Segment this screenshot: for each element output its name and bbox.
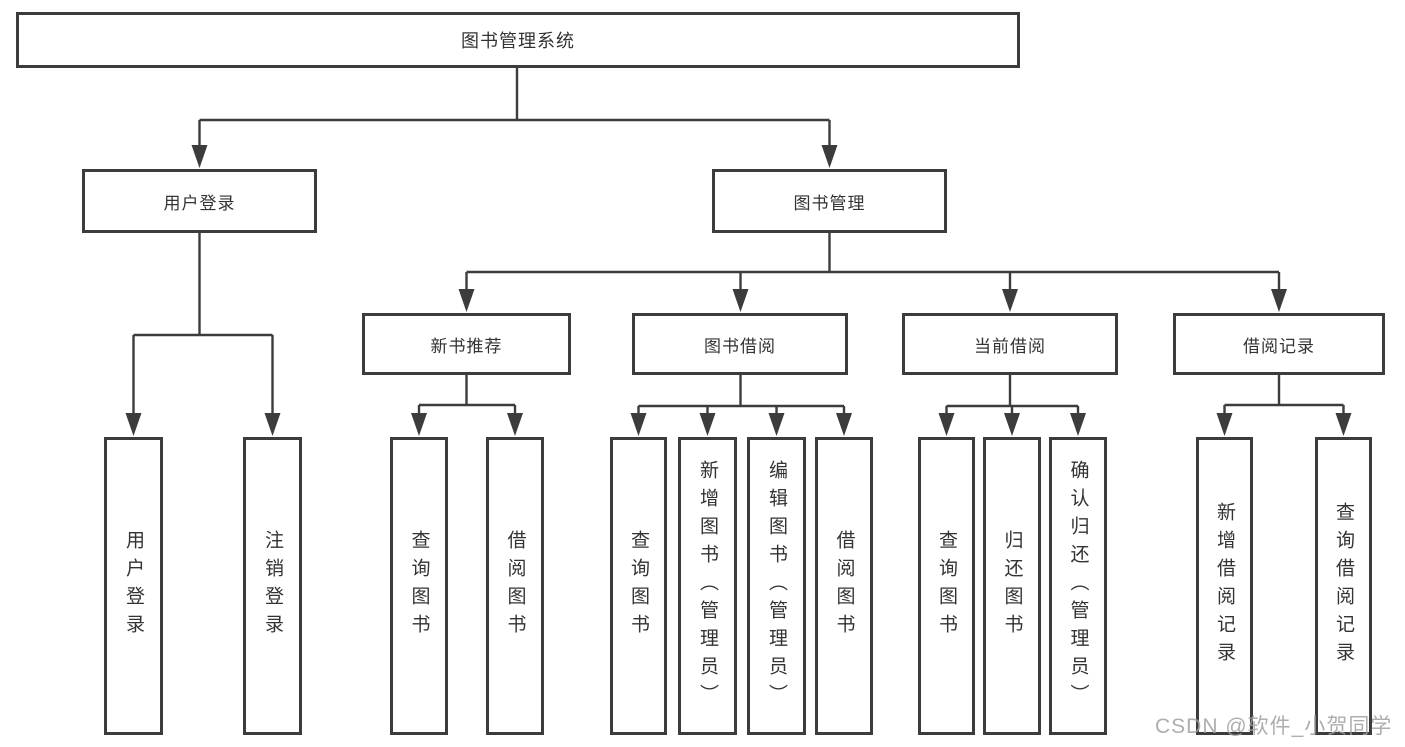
leaf-current-confirm-return-admin: 确认归还（管理员） bbox=[1049, 437, 1107, 735]
connector-user-login-to-leaves bbox=[125, 233, 281, 436]
node-book-borrowing: 图书借阅 bbox=[632, 313, 848, 375]
node-library-system: 图书管理系统 bbox=[16, 12, 1020, 68]
leaf-records-query-record: 查询借阅记录 bbox=[1315, 437, 1372, 735]
leaf-current-return-books: 归还图书 bbox=[983, 437, 1041, 735]
leaf-recommend-borrow-books: 借阅图书 bbox=[486, 437, 544, 735]
leaf-records-add-record: 新增借阅记录 bbox=[1196, 437, 1253, 735]
leaf-user-login: 用户登录 bbox=[104, 437, 163, 735]
leaf-current-query-books: 查询图书 bbox=[918, 437, 975, 735]
node-book-management: 图书管理 bbox=[712, 169, 947, 233]
node-user-login: 用户登录 bbox=[82, 169, 317, 233]
node-current-borrowing: 当前借阅 bbox=[902, 313, 1118, 375]
leaf-borrowing-edit-books-admin: 编辑图书（管理员） bbox=[747, 437, 806, 735]
leaf-borrowing-borrow-books: 借阅图书 bbox=[815, 437, 873, 735]
connector-root-to-level2 bbox=[191, 67, 838, 168]
leaf-borrowing-add-books-admin: 新增图书（管理员） bbox=[678, 437, 737, 735]
connector-new-book-recommend-to-leaves bbox=[411, 375, 523, 436]
node-new-book-recommend: 新书推荐 bbox=[362, 313, 571, 375]
connector-borrowing-records-to-leaves bbox=[1216, 375, 1352, 436]
connector-book-management-to-level3 bbox=[458, 233, 1287, 312]
leaf-recommend-query-books: 查询图书 bbox=[390, 437, 448, 735]
leaf-borrowing-query-books: 查询图书 bbox=[610, 437, 667, 735]
node-borrowing-records: 借阅记录 bbox=[1173, 313, 1385, 375]
csdn-watermark: CSDN @软件_小贺同学 bbox=[1155, 715, 1393, 738]
connector-book-borrowing-to-leaves bbox=[630, 375, 852, 436]
leaf-logout: 注销登录 bbox=[243, 437, 302, 735]
connector-current-borrowing-to-leaves bbox=[938, 375, 1086, 436]
